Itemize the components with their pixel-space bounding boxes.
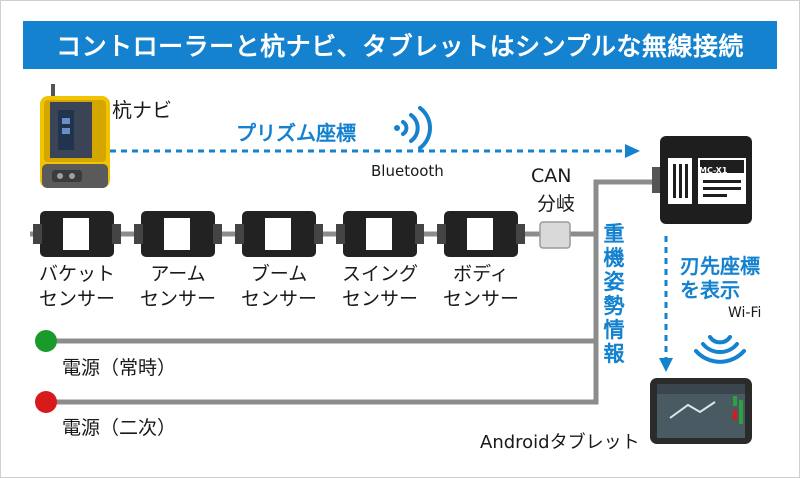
sensor-arm: [134, 211, 222, 257]
sensor-arm-label: アームセンサー: [139, 263, 216, 310]
heavy-machine-posture-label: 重機姿勢情報: [603, 222, 625, 366]
blade-coords-label: 刃先座標: [680, 254, 760, 278]
sensor-swing: [336, 211, 424, 257]
power-secondary-cable: [46, 341, 599, 405]
wifi-signal-icon: [694, 335, 746, 364]
display-label: を表示: [680, 278, 740, 302]
bluetooth-signal-icon: [394, 106, 432, 150]
power-secondary-dot: [35, 391, 57, 413]
can-to-controller-cable: [555, 179, 652, 237]
banner-title: コントローラーと杭ナビ、タブレットはシンプルな無線接続: [23, 21, 777, 69]
bluetooth-link: [110, 144, 640, 158]
bluetooth-label: Bluetooth: [371, 162, 444, 180]
tablet-device: [650, 378, 752, 444]
controller-device: [652, 136, 752, 224]
can-splitter: [539, 221, 571, 249]
sensor-bucket-label: バケットセンサー: [38, 263, 115, 310]
sensor-body-label: ボディセンサー: [442, 263, 519, 310]
sensor-boom: [235, 211, 323, 257]
wifi-link: [659, 236, 673, 372]
sensor-bucket: [33, 211, 121, 257]
power-secondary-label: 電源（二次）: [62, 417, 177, 439]
can-label: CAN: [531, 165, 572, 187]
kuinavi-label: 杭ナビ: [112, 98, 172, 122]
branch-label: 分岐: [537, 193, 576, 215]
kuinavi-device: [40, 84, 110, 188]
tablet-label: Androidタブレット: [480, 432, 640, 453]
power-constant-label: 電源（常時）: [62, 357, 177, 379]
prism-coords-label: プリズム座標: [236, 121, 356, 145]
sensor-swing-label: スイングセンサー: [341, 263, 418, 310]
sensor-body: [437, 211, 525, 257]
sensor-boom-label: ブームセンサー: [240, 263, 317, 310]
power-constant-dot: [35, 330, 57, 352]
wifi-label: Wi-Fi: [728, 305, 762, 321]
controller-model-label: MC-X1: [699, 166, 728, 175]
